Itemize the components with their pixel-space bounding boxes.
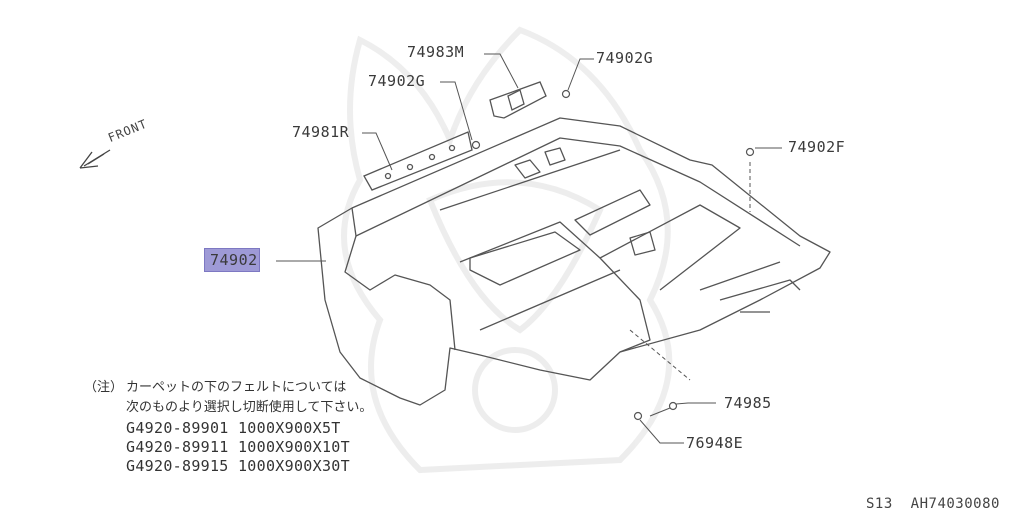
felt-code-1: G4920-89901 1000X900X5T [126, 419, 341, 437]
note-line-1: カーペットの下のフェルトについては [126, 380, 347, 395]
label-74902g-left: 74902G [368, 72, 426, 90]
label-74985: 74985 [724, 394, 772, 412]
label-74902f: 74902F [788, 138, 846, 156]
felt-code-3: G4920-89915 1000X900X30T [126, 457, 350, 475]
footer-reference: S13 AH74030080 [866, 496, 1000, 512]
felt-code-2: G4920-89911 1000X900X10T [126, 438, 350, 456]
label-74902g-top: 74902G [596, 49, 654, 67]
label-74983m: 74983M [407, 43, 465, 61]
clips [471, 89, 755, 421]
bracket-74983m [489, 81, 547, 119]
label-76948e: 76948E [686, 434, 744, 452]
label-74902: 74902 [210, 251, 258, 269]
model-code: S13 [866, 496, 893, 512]
diagram-ref: AH74030080 [910, 496, 1000, 512]
note-line-2: 次のものより選択し切断使用して下さい。 [126, 400, 373, 415]
front-arrow [79, 149, 111, 169]
strip-74981r [363, 131, 473, 191]
note-marker: （注） [84, 380, 124, 395]
highlight-74902 [204, 248, 260, 272]
transmission-tunnel [459, 221, 651, 353]
label-74981r: 74981R [292, 123, 350, 141]
watermark-emblem [341, 26, 673, 474]
leader-lines [276, 53, 782, 444]
